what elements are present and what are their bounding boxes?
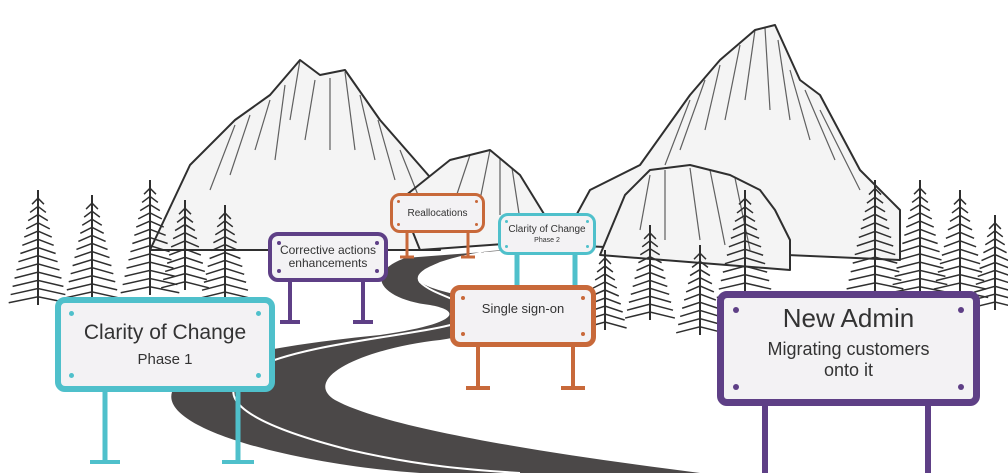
rivet — [958, 307, 964, 313]
post-new-admin — [762, 405, 931, 473]
rivet — [586, 220, 589, 223]
pine-tree — [716, 190, 774, 300]
sign-title: Clarity of Change — [83, 320, 247, 344]
rivet — [581, 296, 585, 300]
rivet — [505, 220, 508, 223]
pine-tree — [120, 180, 180, 295]
road — [171, 250, 701, 473]
rivet — [277, 269, 281, 273]
rivet — [277, 241, 281, 245]
rivet — [733, 307, 739, 313]
rivet — [958, 384, 964, 390]
rivet — [256, 311, 261, 316]
sign-new-admin: New Admin Migrating customers onto it — [717, 291, 980, 406]
rivet — [505, 245, 508, 248]
pine-tree — [8, 190, 68, 305]
sign-title: Single sign-on — [481, 300, 565, 316]
post-clarity-phase-2 — [514, 255, 578, 285]
pine-tree — [624, 225, 676, 320]
rivet — [586, 245, 589, 248]
rivet — [475, 223, 478, 226]
mountain-shading-center — [454, 149, 521, 221]
mountain-shading-right — [639, 27, 861, 251]
rivet — [581, 332, 585, 336]
sign-reallocations: Reallocations — [390, 193, 485, 233]
rivet — [733, 384, 739, 390]
sign-title: New Admin — [782, 303, 915, 333]
sign-single-sign-on: Single sign-on — [450, 285, 596, 347]
sign-subtitle: Migrating customers onto it — [767, 338, 930, 381]
mountain-shading-left — [209, 59, 421, 201]
pine-tree — [676, 245, 724, 335]
post-single-sign-on — [466, 345, 585, 390]
rivet — [69, 311, 74, 316]
rivet — [375, 269, 379, 273]
rivet — [256, 373, 261, 378]
pine-tree — [161, 200, 209, 290]
post-clarity-phase-1 — [102, 390, 241, 462]
rivet — [375, 241, 379, 245]
pine-tree — [199, 205, 251, 300]
sign-title: Clarity of Change — [508, 223, 586, 235]
pine-tree — [890, 180, 950, 295]
rivet — [69, 373, 74, 378]
sign-subtitle: Phase 1 — [137, 350, 193, 368]
post-corrective-actions — [280, 282, 373, 324]
rivet — [461, 332, 465, 336]
sign-title: Reallocations — [407, 207, 468, 219]
sign-subtitle: enhancements — [288, 256, 368, 270]
sign-corrective-actions: Corrective actions enhancements — [268, 232, 388, 282]
sign-posts — [90, 232, 931, 473]
pine-tree — [64, 195, 120, 300]
sign-title: Corrective actions — [279, 242, 377, 257]
road-center-line — [232, 251, 521, 473]
sign-clarity-phase-1: Clarity of Change Phase 1 — [55, 297, 275, 392]
rivet — [461, 296, 465, 300]
rivet — [475, 200, 478, 203]
rivet — [397, 200, 400, 203]
sign-clarity-phase-2: Clarity of Change Phase 2 — [498, 213, 596, 255]
sign-subtitle: Phase 2 — [534, 236, 560, 244]
rivet — [397, 223, 400, 226]
post-reallocations — [400, 232, 475, 259]
